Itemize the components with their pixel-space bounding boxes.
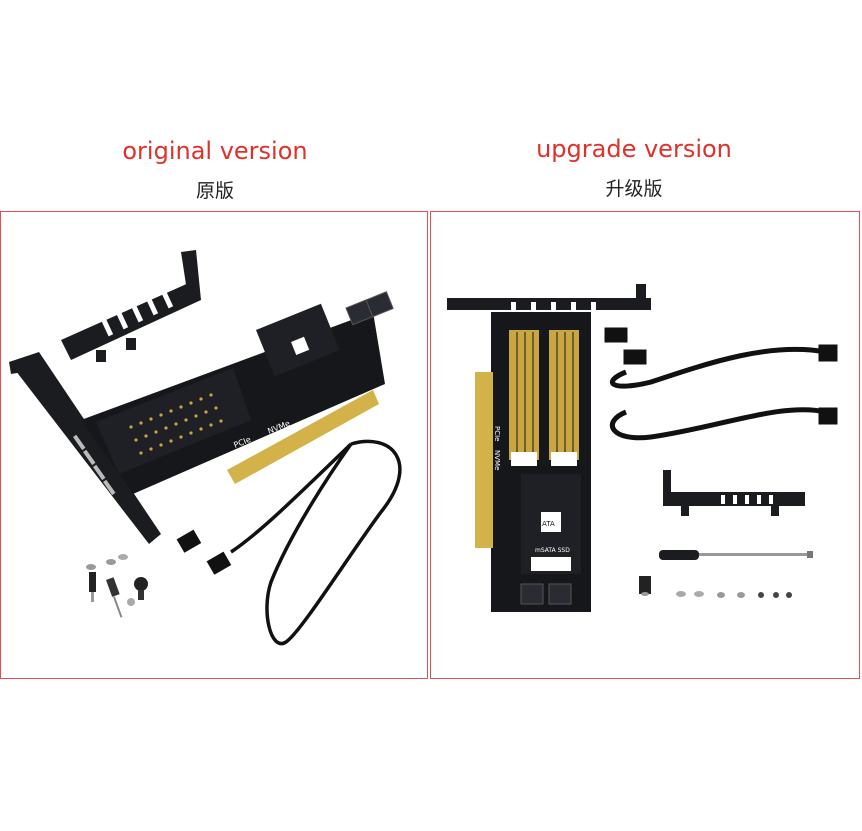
- low-profile-bracket: [61, 250, 201, 362]
- right-heading: upgrade version 升级版: [419, 134, 849, 202]
- upgrade-version-label: upgrade version: [536, 135, 732, 163]
- low-profile-bracket: [663, 470, 805, 516]
- screw-set: [86, 554, 148, 618]
- original-version-label: original version: [122, 137, 308, 165]
- ata-logo: ATA: [542, 520, 555, 528]
- upgrade-product-photo: ATA mSATA SSD PCIe NVMe: [447, 284, 838, 612]
- gold-connector: [475, 372, 493, 548]
- original-product-frame: PCIe NVMe: [0, 211, 428, 679]
- nvme-label: NVMe: [493, 450, 501, 470]
- full-height-bracket: [9, 352, 161, 544]
- msata-label: mSATA SSD: [535, 547, 570, 554]
- screw-set: [639, 576, 792, 598]
- original-version-label-cn: 原版: [195, 180, 234, 202]
- left-heading: original version 原版: [0, 136, 430, 204]
- sata-cables: [604, 327, 838, 441]
- screwdriver: [659, 550, 813, 560]
- upgrade-version-label-cn: 升级版: [605, 178, 663, 200]
- upgrade-product-frame: ATA mSATA SSD PCIe NVMe: [430, 211, 860, 679]
- pcie-logo: PCIe: [493, 426, 501, 441]
- m2-slot-2: [549, 330, 579, 460]
- solder-dots: [129, 393, 223, 455]
- upgrade-pcb: ATA mSATA SSD PCIe NVMe: [475, 312, 591, 612]
- original-product-photo: PCIe NVMe: [9, 250, 402, 646]
- sata-cable: [176, 439, 402, 646]
- full-height-bracket: [447, 284, 651, 310]
- m2-slot-1: [509, 330, 539, 460]
